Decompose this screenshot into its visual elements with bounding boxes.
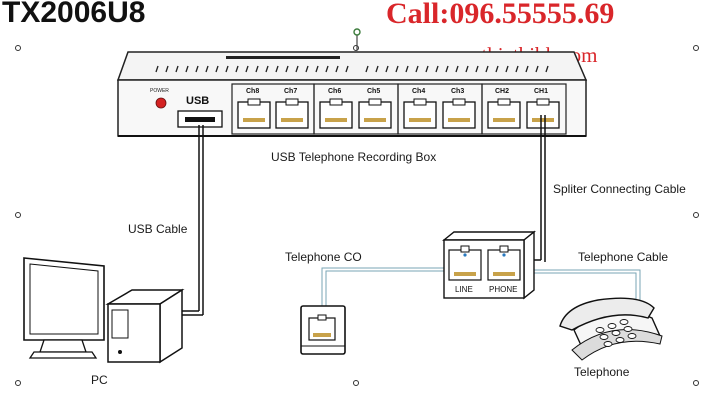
rj11-jack-icon [403,98,437,129]
channel-label: Ch3 [451,88,465,95]
rj11-jack-icon [487,98,521,129]
telephone-label: Telephone [574,365,630,379]
co-line-wire [321,267,450,318]
channel-label: Ch5 [367,88,381,95]
mount-hole [15,212,21,218]
telephone-icon [559,297,663,361]
hotline-text: Call:096.55555.69 [386,0,615,30]
splitter-line-label: LINE [455,285,473,294]
usb-port-label: USB [186,95,210,107]
usb-cable-label: USB Cable [128,222,188,236]
splitter-cable-label: Spliter Connecting Cable [553,182,686,196]
telephone-co-label: Telephone CO [285,250,362,264]
channel-label: CH2 [495,88,510,95]
pc-tower-icon [105,288,185,364]
rj11-jack-icon [358,98,392,129]
mount-hole [693,45,699,51]
telephone-cable-label: Telephone Cable [578,250,669,264]
power-led-icon [155,97,167,109]
status-led-icon [353,28,361,36]
rj11-jack-icon [442,98,476,129]
channel-label: Ch6 [328,88,342,95]
mount-hole [15,45,21,51]
mount-hole [15,380,21,386]
splitter-box-icon [442,230,536,300]
pc-label: PC [91,373,108,387]
channel-label: Ch7 [284,88,298,95]
device-name-label: USB Telephone Recording Box [271,150,437,164]
usb-cable [180,125,204,316]
splitter-phone-label: PHONE [489,285,518,294]
wall-jack-icon [300,305,346,355]
model-title: TX2006U8 [2,0,146,29]
rj11-jack-icon [319,98,353,129]
channel-label: CH1 [534,88,549,95]
rj11-jack-icon [237,98,271,129]
rj11-jack-icon [526,98,560,129]
rj11-jack-icon [275,98,309,129]
co-line-wire [325,270,450,318]
power-label: POWER [150,88,169,94]
recording-box [116,51,588,137]
channel-label: Ch8 [246,88,260,95]
mount-hole [353,45,359,51]
pc-monitor-icon [23,257,105,359]
channel-label: Ch4 [412,88,426,95]
mount-hole [353,380,359,386]
mount-hole [693,212,699,218]
mount-hole [693,380,699,386]
